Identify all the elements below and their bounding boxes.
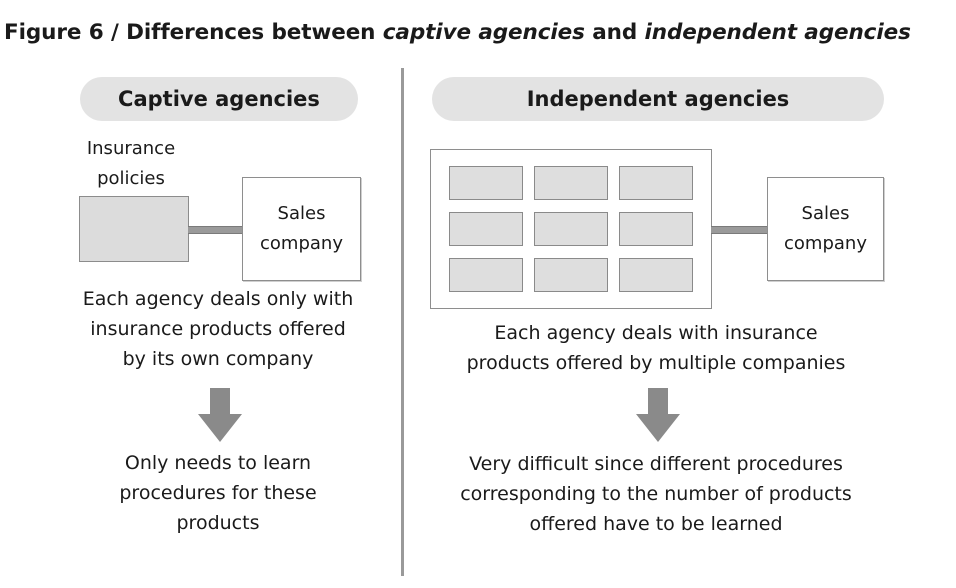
title-term-captive: captive agencies	[382, 20, 585, 45]
independent-sales-company-box: Sales company	[767, 177, 884, 281]
center-divider	[401, 68, 404, 576]
product-cell	[449, 258, 523, 292]
independent-desc-line-2: products offered by multiple companies	[466, 352, 846, 374]
product-grid-frame	[430, 149, 712, 309]
independent-sales-line-1: Sales	[801, 203, 850, 224]
figure-title: Figure 6 / Differences between captive a…	[4, 20, 952, 45]
captive-desc-line-3: by its own company	[122, 348, 314, 370]
captive-result-line-3: products	[176, 512, 260, 534]
product-cell	[619, 258, 693, 292]
product-cell	[619, 166, 693, 200]
captive-sales-company-box: Sales company	[242, 177, 361, 281]
captive-desc-line-2: insurance products offered	[90, 318, 346, 340]
title-prefix: Figure 6 / Differences between	[4, 20, 383, 45]
independent-down-arrow-icon	[636, 388, 680, 442]
independent-heading: Independent agencies	[526, 87, 790, 111]
policies-label-line-1: Insurance	[86, 138, 176, 159]
product-cell	[534, 258, 608, 292]
captive-result: Only needs to learn procedures for these…	[28, 448, 408, 538]
policies-block	[79, 196, 189, 262]
title-term-independent: independent agencies	[644, 20, 911, 45]
independent-result: Very difficult since different procedure…	[408, 449, 904, 539]
captive-heading-pill: Captive agencies	[80, 77, 358, 121]
independent-result-line-3: offered have to be learned	[529, 513, 783, 535]
product-cell	[534, 166, 608, 200]
captive-connector	[188, 226, 242, 234]
policies-label-line-2: policies	[97, 168, 165, 189]
policies-label: Insurance policies	[70, 134, 192, 194]
product-cell	[449, 212, 523, 246]
independent-desc-line-1: Each agency deals with insurance	[494, 322, 818, 344]
captive-description: Each agency deals only with insurance pr…	[28, 284, 408, 374]
independent-description: Each agency deals with insurance product…	[412, 318, 900, 378]
product-cell	[449, 166, 523, 200]
independent-sales-line-2: company	[784, 233, 867, 254]
product-cell	[619, 212, 693, 246]
captive-sales-line-1: Sales	[277, 203, 326, 224]
captive-down-arrow-icon	[198, 388, 242, 442]
captive-result-line-2: procedures for these	[119, 482, 317, 504]
captive-heading: Captive agencies	[118, 87, 320, 111]
independent-result-line-2: corresponding to the number of products	[460, 483, 852, 505]
product-cell	[534, 212, 608, 246]
independent-connector	[711, 226, 767, 234]
captive-desc-line-1: Each agency deals only with	[82, 288, 354, 310]
independent-result-line-1: Very difficult since different procedure…	[469, 453, 843, 475]
independent-heading-pill: Independent agencies	[432, 77, 884, 121]
captive-sales-line-2: company	[260, 233, 343, 254]
captive-result-line-1: Only needs to learn	[124, 452, 312, 474]
title-middle: and	[584, 20, 645, 45]
